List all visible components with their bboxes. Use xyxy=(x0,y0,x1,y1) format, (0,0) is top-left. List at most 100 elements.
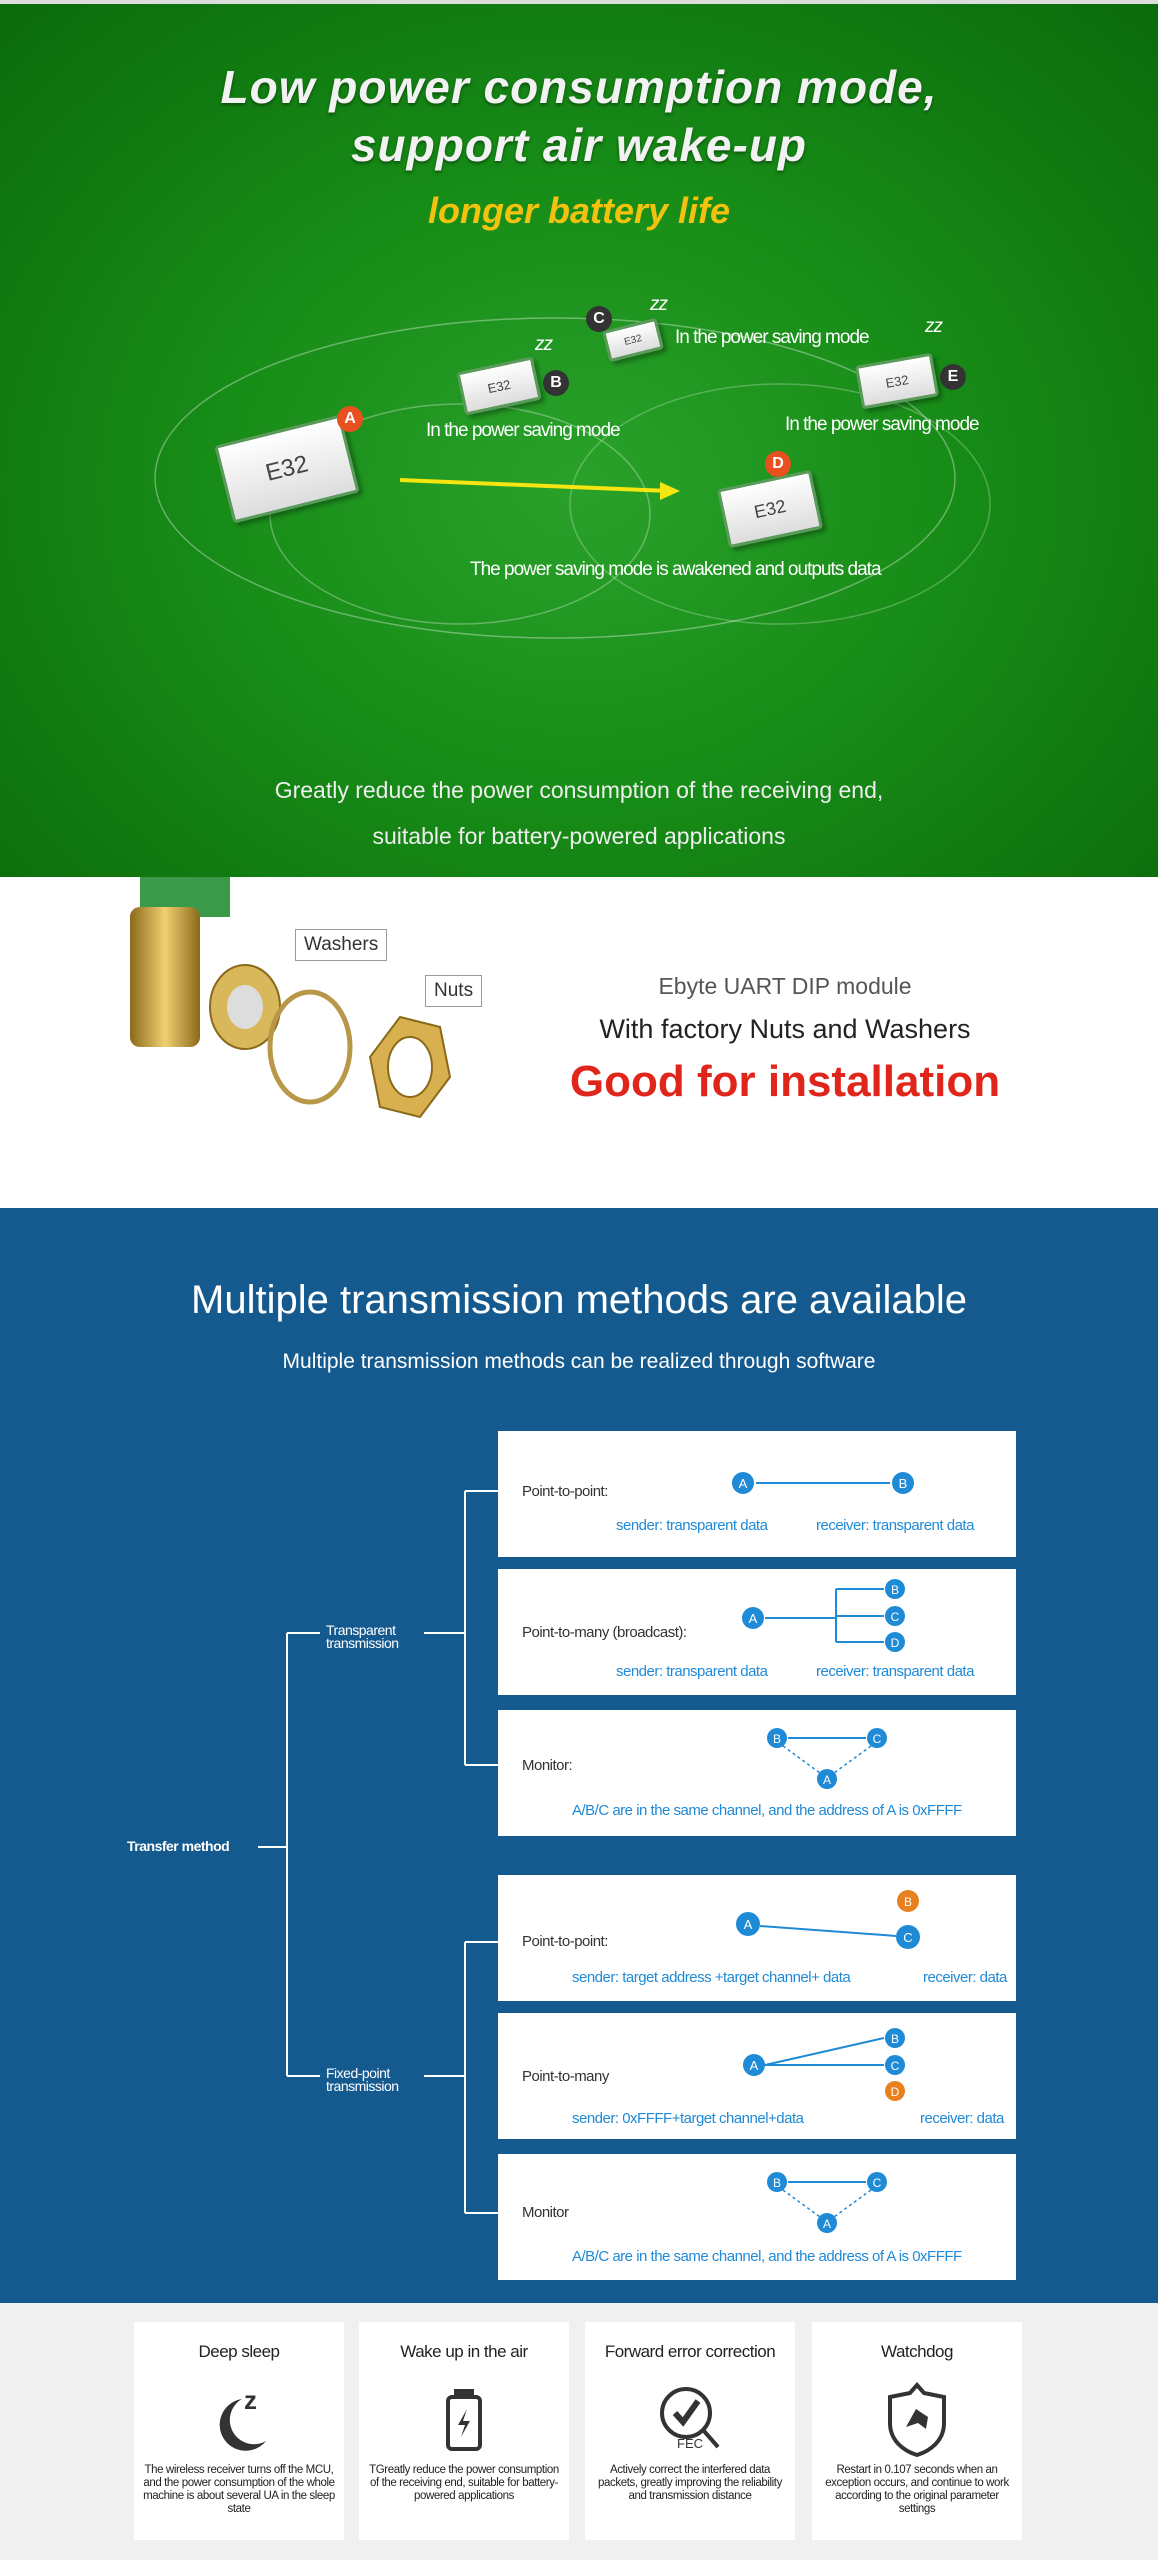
card-label: Point-to-many xyxy=(522,2068,609,2085)
card-label: Monitor xyxy=(522,2204,569,2221)
subtitle: longer battery life xyxy=(427,190,731,231)
svg-text:A: A xyxy=(749,1611,758,1626)
transmission-methods-section: Multiple transmission methods are availa… xyxy=(0,1208,1158,2303)
module-name: Ebyte UART DIP module xyxy=(658,973,912,999)
badge-c: C xyxy=(586,306,612,332)
feature-desc: Restart in 0.107 seconds when an excepti… xyxy=(825,2464,1009,2515)
sender-caption: sender: transparent data xyxy=(616,1517,768,1534)
card-transparent-p2p: Point-to-point: A B sender: transparent … xyxy=(498,1431,1016,1557)
receiver-caption: receiver: transparent data xyxy=(816,1663,974,1680)
wakeup-arrow xyxy=(399,478,671,493)
receiver-caption: receiver: data xyxy=(920,2110,1004,2127)
feature-title: Watchdog xyxy=(881,2342,953,2361)
feature-wake-up: Wake up in the air TGreatly reduce the p… xyxy=(359,2322,569,2540)
svg-text:D: D xyxy=(891,1636,900,1650)
svg-text:D: D xyxy=(891,2085,900,2099)
feature-desc: Actively correct the interfered data pac… xyxy=(598,2464,782,2502)
svg-text:C: C xyxy=(891,1610,900,1624)
card-label: Monitor: xyxy=(522,1757,573,1774)
label-b: In the power saving mode xyxy=(426,420,621,441)
card-label: Point-to-many (broadcast): xyxy=(522,1624,687,1641)
badge-b: B xyxy=(543,370,569,396)
branch-fixed-point: Fixed-point transmission xyxy=(326,2065,399,2094)
node xyxy=(892,1472,914,1494)
monitor-diagram: B C A xyxy=(767,2172,887,2233)
svg-text:A: A xyxy=(823,2217,831,2231)
svg-text:A: A xyxy=(739,1476,748,1491)
receiver-caption: receiver: data xyxy=(923,1969,1007,1986)
bottom-line-1: Greatly reduce the power consumption of … xyxy=(274,777,884,803)
shield-dog-icon xyxy=(812,2374,1022,2464)
sleep-icon-e: zz xyxy=(925,316,943,337)
tree-root: Transfer method xyxy=(127,1838,230,1854)
battery-charge-icon xyxy=(359,2374,569,2464)
card-label: Point-to-point: xyxy=(522,1933,608,1950)
svg-text:B: B xyxy=(773,2176,781,2190)
svg-text:B: B xyxy=(773,1732,781,1746)
sleep-icon-b: zz xyxy=(535,334,553,355)
feature-desc: TGreatly reduce the power consumption of… xyxy=(369,2464,559,2502)
svg-text:z: z xyxy=(244,2385,257,2415)
orbit-rings xyxy=(154,317,991,639)
accessories-line: With factory Nuts and Washers xyxy=(599,1014,971,1044)
feature-deep-sleep: Deep sleep z The wireless receiver turns… xyxy=(134,2322,344,2540)
card-transparent-monitor: Monitor: B C A A/B/C are in the same cha… xyxy=(498,1710,1016,1836)
fec-label: FEC xyxy=(677,2436,703,2451)
monitor-caption: A/B/C are in the same channel, and the a… xyxy=(572,1802,962,1819)
svg-text:A: A xyxy=(823,1773,831,1787)
monitor-diagram: B C A xyxy=(767,1728,887,1789)
broadcast-diagram: A B C D xyxy=(742,1579,905,1652)
nuts-callout: Nuts xyxy=(425,975,483,1007)
svg-text:C: C xyxy=(873,2176,882,2190)
title-line-2: support air wake-up xyxy=(350,119,808,171)
feature-title: Deep sleep xyxy=(198,2342,280,2361)
svg-text:A: A xyxy=(750,2058,759,2073)
headline: Good for installation xyxy=(569,1057,1001,1106)
svg-text:A: A xyxy=(744,1917,753,1932)
washers-callout: Washers xyxy=(295,929,388,961)
sender-caption: sender: 0xFFFF+target channel+data xyxy=(572,2110,804,2127)
svg-text:C: C xyxy=(873,1732,882,1746)
section-subtitle: Multiple transmission methods can be rea… xyxy=(282,1350,876,1373)
feature-desc: The wireless receiver turns off the MCU,… xyxy=(143,2464,335,2515)
bottom-line-2: suitable for battery-powered application… xyxy=(372,823,786,849)
badge-d: D xyxy=(765,451,791,477)
title-line-1: Low power consumption mode, xyxy=(220,61,938,113)
card-fixed-monitor: Monitor B C A A/B/C are in the same chan… xyxy=(498,2154,1016,2280)
section-title: Multiple transmission methods are availa… xyxy=(191,1278,967,1322)
installation-section: Washers Nuts Ebyte UART DIP module With … xyxy=(0,877,1158,1208)
card-label: Point-to-point: xyxy=(522,1483,608,1500)
air-wakeup-banner: Low power consumption mode, support air … xyxy=(0,0,1158,877)
node xyxy=(732,1472,754,1494)
feature-fec: Forward error correction FEC Actively co… xyxy=(585,2322,795,2540)
antenna-connector-image xyxy=(130,877,452,1119)
sender-caption: sender: transparent data xyxy=(616,1663,768,1680)
badge-e: E xyxy=(940,364,966,390)
svg-text:C: C xyxy=(891,2059,900,2073)
svg-text:B: B xyxy=(891,1583,899,1597)
svg-text:B: B xyxy=(891,2032,899,2046)
washer-shape xyxy=(267,989,353,1105)
label-d: The power saving mode is awakened and ou… xyxy=(470,559,882,580)
feature-title: Wake up in the air xyxy=(400,2342,528,2361)
features-section: Deep sleep z The wireless receiver turns… xyxy=(0,2303,1158,2560)
feature-title: Forward error correction xyxy=(604,2342,776,2361)
sender-caption: sender: target address +target channel+ … xyxy=(572,1969,851,1986)
tree-lines xyxy=(258,1490,498,2214)
branch-transparent: Transparent transmission xyxy=(326,1622,399,1651)
sleep-icon-c: zz xyxy=(650,294,668,315)
monitor-caption: A/B/C are in the same channel, and the a… xyxy=(572,2248,962,2265)
fixed-p2p-diagram: A B C xyxy=(736,1890,920,1949)
label-e: In the power saving mode xyxy=(785,414,980,435)
label-c: In the power saving mode xyxy=(675,327,870,348)
svg-text:B: B xyxy=(904,1895,912,1909)
feature-watchdog: Watchdog Restart in 0.107 seconds when a… xyxy=(812,2322,1022,2540)
card-transparent-broadcast: Point-to-many (broadcast): A B C D sende… xyxy=(498,1569,1016,1695)
receiver-caption: receiver: transparent data xyxy=(816,1517,974,1534)
svg-text:B: B xyxy=(899,1476,908,1491)
moon-sleep-icon: z xyxy=(134,2374,344,2464)
fixed-p2m-diagram: A B C D xyxy=(743,2028,905,2101)
card-fixed-p2p: Point-to-point: A B C sender: target add… xyxy=(498,1875,1016,2001)
p2p-diagram: A B xyxy=(732,1472,914,1494)
magnifier-check-icon: FEC xyxy=(585,2374,795,2464)
